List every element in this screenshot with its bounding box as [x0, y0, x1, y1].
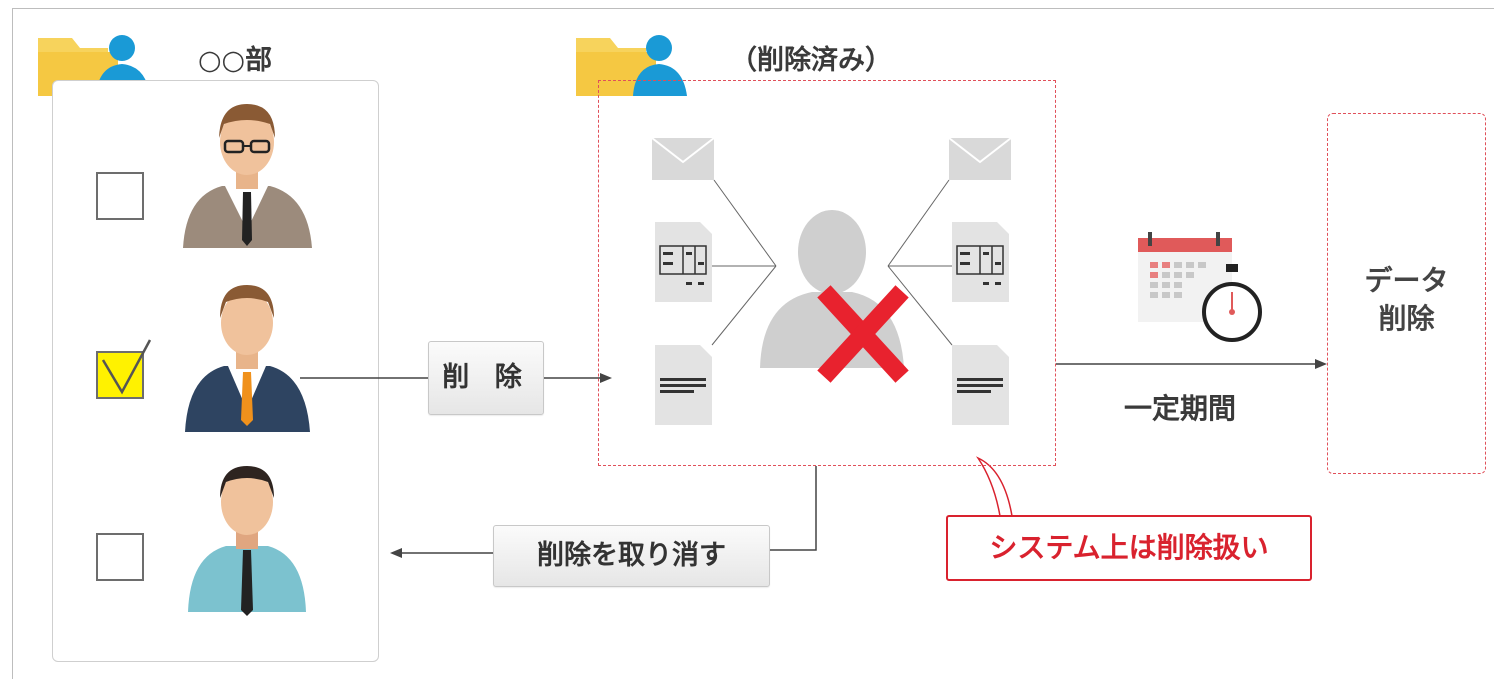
data-deletion-label: データ 削除 [1327, 262, 1486, 338]
diagram-frame [12, 8, 1494, 679]
deleted-folder-title: （削除済み） [730, 45, 892, 76]
undo-delete-button[interactable]: 削除を取り消す [493, 525, 770, 587]
checkmark-icon [101, 339, 152, 395]
data-deletion-line2: 削除 [1378, 302, 1435, 335]
avatar-blue-shirt [188, 466, 306, 616]
document-icon [655, 345, 712, 425]
spreadsheet-icon [655, 222, 712, 302]
delete-button[interactable]: 削 除 [428, 341, 544, 415]
envelope-icon [948, 137, 1012, 180]
delete-x-icon [817, 285, 909, 383]
system-deleted-callout: システム上は削除扱い [946, 515, 1312, 581]
envelope-icon [651, 137, 715, 180]
spreadsheet-icon [952, 222, 1009, 302]
deleted-folder-box [598, 80, 1056, 466]
stopwatch-icon [1202, 264, 1262, 342]
avatar-glasses [183, 104, 312, 248]
department-title: ○○部 [198, 45, 273, 76]
data-deletion-box [1327, 113, 1486, 474]
period-label: 一定期間 [1124, 392, 1237, 425]
document-icon [952, 345, 1009, 425]
avatar-orange-tie [185, 285, 310, 432]
member-checkbox[interactable] [96, 172, 144, 220]
data-deletion-line1: データ [1364, 264, 1449, 297]
member-checkbox[interactable] [96, 533, 144, 581]
